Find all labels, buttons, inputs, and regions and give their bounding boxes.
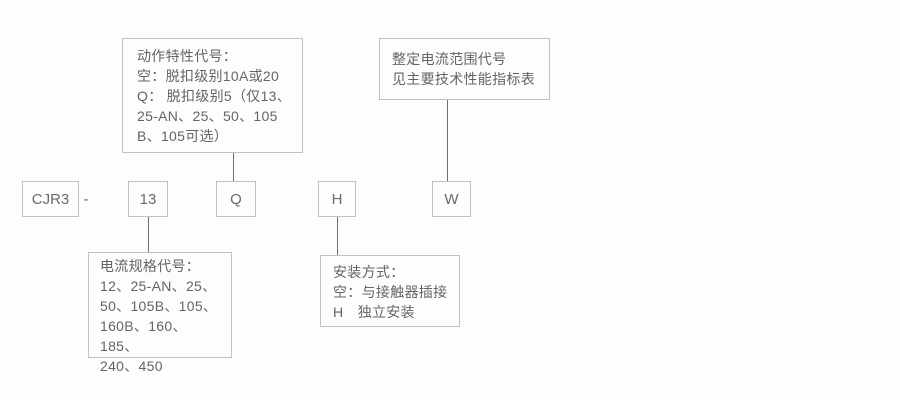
model-prefix-box: CJR3 [22,181,79,217]
callout-action-characteristic: 动作特性代号： 空：脱扣级别10A或20 Q： 脱扣级别5（仅13、 25-AN… [122,38,303,153]
code-box-setting-current-range: W [432,181,471,217]
callout-setting-current-range: 整定电流范围代号 见主要技术性能指标表 [379,38,550,100]
connector-h-to-mounting [337,217,338,255]
code-box-current-spec: 13 [128,181,168,217]
connector-setting-range-to-w [447,100,448,181]
connector-action-to-q [233,153,234,181]
callout-mounting-type: 安装方式： 空：与接触器插接 H 独立安装 [320,255,460,327]
separator-dash: - [83,190,89,208]
code-box-action-characteristic: Q [216,181,256,217]
connector-13-to-current-spec [148,217,149,252]
callout-current-spec: 电流规格代号： 12、25-AN、25、 50、105B、105、 160B、1… [88,252,232,374]
code-box-mounting-type: H [318,181,356,217]
